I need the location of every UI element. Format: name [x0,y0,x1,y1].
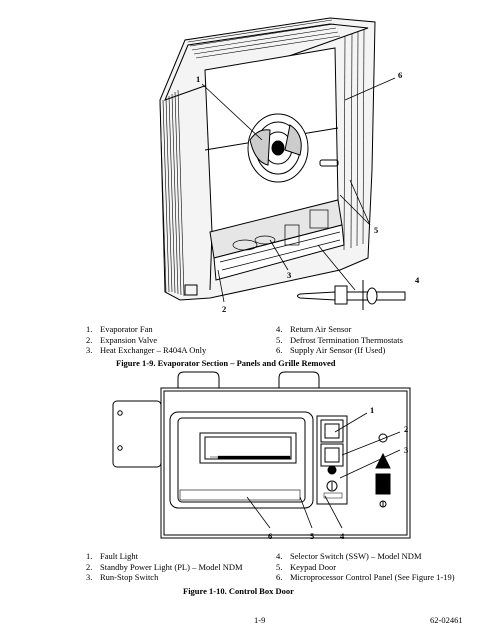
document-number: 62-02461 [430,615,463,625]
legend-item: 5.Keypad Door [276,561,337,572]
fig9-callout-4: 4 [415,275,420,285]
legend-item: 1.Evaporator Fan [86,324,153,334]
fig9-callout-1: 1 [196,74,201,84]
fig9-callout-6: 6 [398,70,403,80]
legend-item: 6.Supply Air Sensor (If Used) [276,345,386,355]
legend-item: 4.Return Air Sensor [276,324,352,334]
legend-item: 3.Run-Stop Switch [86,572,159,582]
control-box-door-drawing [112,371,411,539]
fig10-legend-right: 4.Selector Switch (SSW) – Model NDM 5.Ke… [276,551,455,583]
legend-item: 3.Heat Exchanger – R404A Only [86,345,207,355]
fig9-caption: Figure 1-9. Evaporator Section – Panels … [116,358,336,368]
fig9-callout-2: 2 [222,304,227,314]
fig9-legend-right: 4.Return Air Sensor 5.Defrost Terminatio… [276,324,403,356]
legend-item: 6.Microprocessor Control Panel (See Figu… [276,572,455,582]
fig10-callout-2: 2 [404,424,409,434]
fig10-callout-3: 3 [404,445,409,455]
fig9-legend-left: 1.Evaporator Fan 2.Expansion Valve 3.Hea… [86,324,206,356]
fig10-callout-4: 4 [340,531,345,541]
fig10-callout-6: 6 [268,531,273,541]
legend-item: 2.Expansion Valve [86,334,158,345]
legend-item: 4.Selector Switch (SSW) – Model NDM [276,551,422,561]
evaporator-section-drawing [159,17,406,310]
fig9-callout-5: 5 [374,225,379,235]
legend-item: 5.Defrost Termination Thermostats [276,334,403,345]
page-number: 1-9 [254,615,266,625]
fig10-legend-left: 1.Fault Light 2.Standby Power Light (PL)… [86,551,243,583]
legend-item: 2.Standby Power Light (PL) – Model NDM [86,561,243,572]
fig10-callout-1: 1 [370,405,375,415]
fig9-callout-3: 3 [287,270,292,280]
fig10-caption: Figure 1-10. Control Box Door [183,586,294,596]
fig10-callout-5: 5 [310,531,315,541]
legend-item: 1.Fault Light [86,551,139,561]
